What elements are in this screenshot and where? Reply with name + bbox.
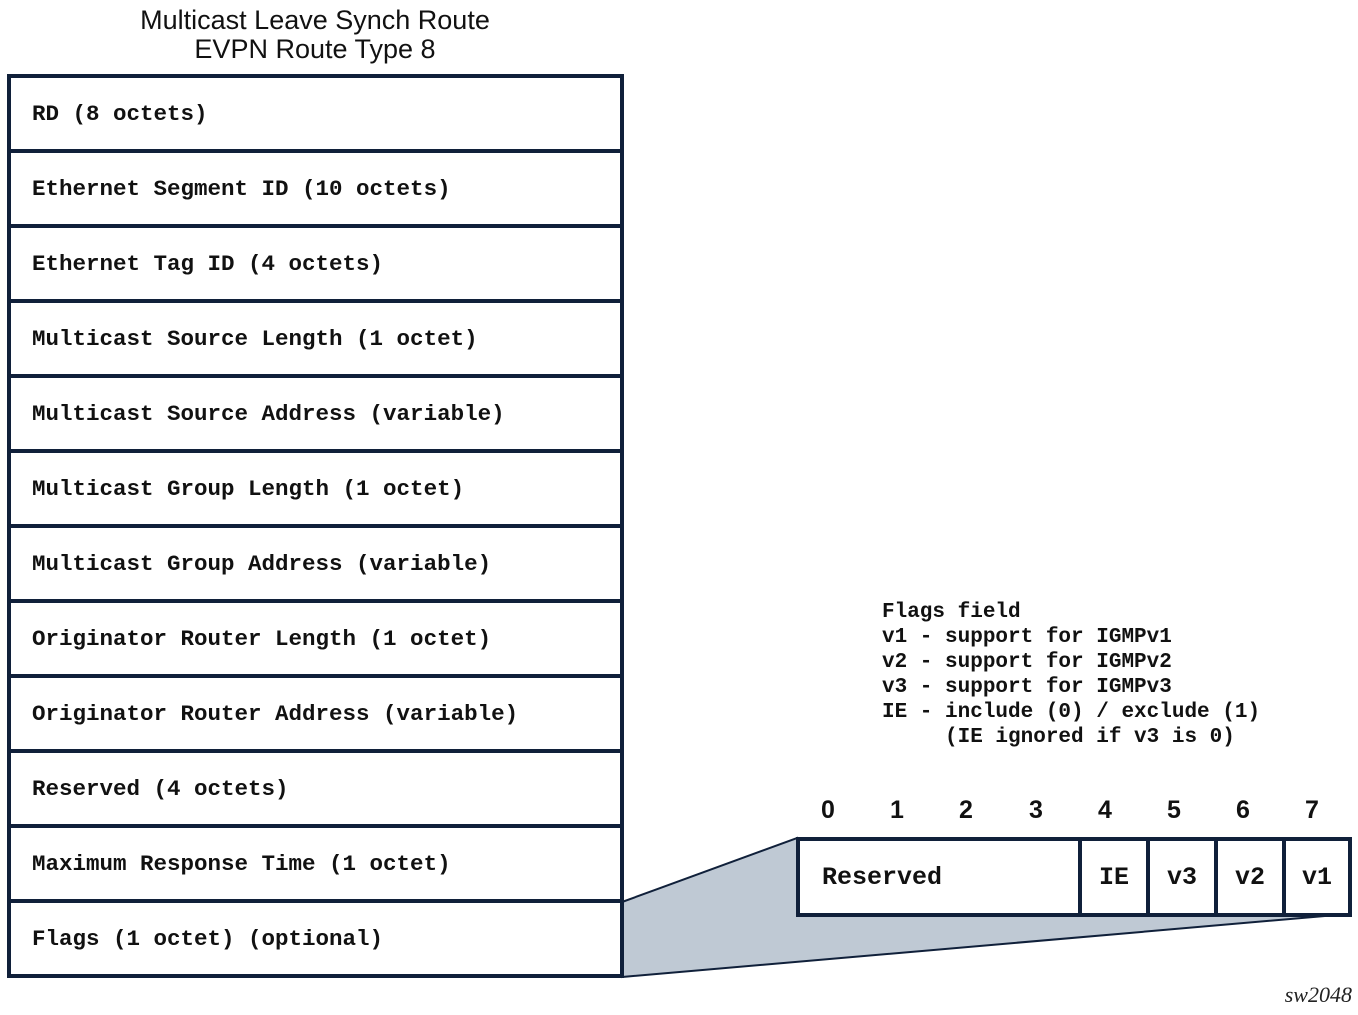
flags-legend-ie: IE - include (0) / exclude (1) (882, 701, 1261, 724)
flags-legend-ie-note: (IE ignored if v3 is 0) (882, 726, 1235, 749)
flag-cell-reserved: Reserved (822, 862, 943, 892)
bit-number-1: 1 (890, 796, 904, 824)
field-flags: Flags (1 octet) (optional) (32, 925, 384, 952)
flag-cell-ie: IE (1078, 841, 1146, 913)
flags-legend-v3: v3 - support for IGMPv3 (882, 676, 1172, 699)
bit-number-6: 6 (1236, 796, 1250, 824)
field-ethernet-segment-id: Ethernet Segment ID (10 octets) (11, 153, 620, 228)
bit-number-7: 7 (1305, 796, 1319, 824)
flag-cell-v1: v1 (1282, 841, 1348, 913)
flag-cell-v3: v3 (1146, 841, 1214, 913)
diagram-title-line-2: EVPN Route Type 8 (194, 34, 436, 64)
field-originator-router-address: Originator Router Address (variable) (11, 678, 620, 753)
flags-legend-heading: Flags field (882, 601, 1021, 624)
field-multicast-group-address: Multicast Group Address (variable) (11, 528, 620, 603)
bit-number-2: 2 (959, 796, 973, 824)
diagram-title-line-1: Multicast Leave Synch Route (140, 5, 490, 35)
field-rd: RD (8 octets) (11, 78, 620, 153)
flag-cell-v2: v2 (1214, 841, 1282, 913)
field-multicast-source-length: Multicast Source Length (1 octet) (11, 303, 620, 378)
field-ethernet-tag-id: Ethernet Tag ID (4 octets) (11, 228, 620, 303)
bit-number-4: 4 (1098, 796, 1112, 824)
route-field-table: RD (8 octets) Ethernet Segment ID (10 oc… (7, 74, 624, 978)
flags-legend-v2: v2 - support for IGMPv2 (882, 651, 1172, 674)
bit-number-5: 5 (1167, 796, 1181, 824)
flags-bit-field: Reserved IE v3 v2 v1 (796, 837, 1352, 917)
bit-number-3: 3 (1029, 796, 1043, 824)
flags-legend-v1: v1 - support for IGMPv1 (882, 626, 1172, 649)
field-multicast-source-address: Multicast Source Address (variable) (11, 378, 620, 453)
field-originator-router-length: Originator Router Length (1 octet) (11, 603, 620, 678)
bit-number-0: 0 (821, 796, 835, 824)
figure-id: sw2048 (1284, 982, 1352, 1007)
field-reserved: Reserved (4 octets) (11, 753, 620, 828)
field-multicast-group-length: Multicast Group Length (1 octet) (11, 453, 620, 528)
field-maximum-response-time: Maximum Response Time (1 octet) (11, 828, 620, 903)
